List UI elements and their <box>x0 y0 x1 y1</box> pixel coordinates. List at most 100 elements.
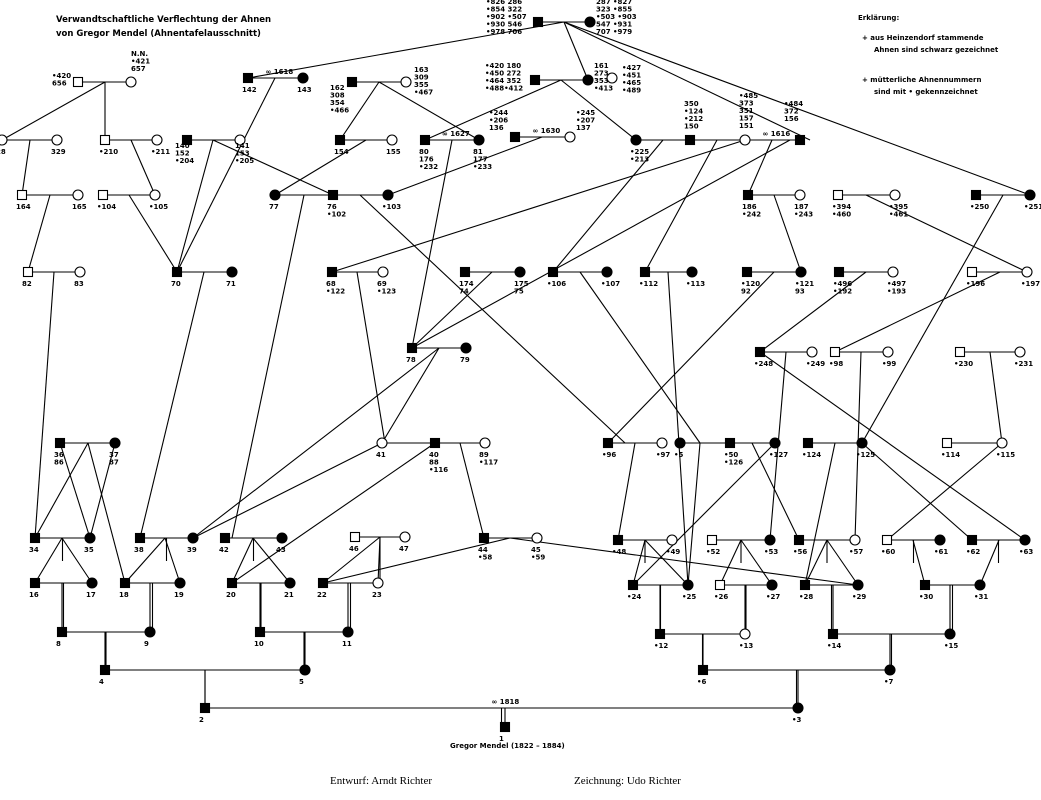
filled-circle-icon <box>144 626 156 638</box>
person-231: •231 <box>1014 346 1033 368</box>
person-label: 38 <box>134 546 144 554</box>
descent-line <box>231 194 305 539</box>
filled-square-icon <box>639 266 651 278</box>
person-44: 44•58 <box>478 532 492 562</box>
descent-line <box>231 442 436 584</box>
person-103: •103 <box>382 189 401 211</box>
person-label: 39 <box>187 546 197 554</box>
filled-circle-icon <box>944 628 956 640</box>
open-circle-icon <box>889 189 901 201</box>
open-square-icon <box>16 189 28 201</box>
person-31: •31 <box>974 579 988 601</box>
open-square-icon <box>832 189 844 201</box>
open-circle-icon <box>882 346 894 358</box>
person-63: •63 <box>1019 534 1033 556</box>
person-98: •98 <box>829 346 843 368</box>
person-label: 165 <box>72 203 87 211</box>
open-circle-icon <box>656 437 668 449</box>
open-circle-icon <box>377 266 389 278</box>
person-13: •13 <box>739 628 753 650</box>
filled-square-icon <box>799 579 811 591</box>
filled-square-icon <box>724 437 736 449</box>
open-circle-icon <box>399 531 411 543</box>
person-label: •115 <box>996 451 1015 459</box>
person-28: •28 <box>799 579 813 601</box>
person-label: •211 <box>151 148 170 156</box>
filled-circle-icon <box>674 437 686 449</box>
person-39: 39 <box>187 532 199 554</box>
person-96: •96 <box>602 437 616 459</box>
filled-square-icon <box>317 577 329 589</box>
person-label: •28 <box>799 593 813 601</box>
person-180: •420 180•450 272•464 352•488•412 <box>485 62 541 93</box>
descent-line <box>34 442 89 539</box>
descent-line <box>176 139 214 273</box>
person-label: 82 <box>22 280 32 288</box>
filled-circle-icon <box>382 189 394 201</box>
person-label: 1 <box>499 735 504 743</box>
filled-circle-icon <box>297 72 309 84</box>
filled-circle-icon <box>764 534 776 546</box>
person-label: •197 <box>1021 280 1040 288</box>
legend-line4: sind mit • gekennzeichnet <box>874 88 978 96</box>
person-27: •27 <box>766 579 780 601</box>
person-165: 165 <box>72 189 87 211</box>
filled-square-icon <box>327 189 339 201</box>
person-89: 89•117 <box>479 437 498 467</box>
person-label: •125 <box>856 451 875 459</box>
person-label: •12 <box>654 642 668 650</box>
person-label: 20 <box>226 591 236 599</box>
filled-circle-icon <box>584 16 596 28</box>
person-113: •113 <box>686 266 705 288</box>
filled-circle-icon <box>884 664 896 676</box>
descent-line <box>322 537 511 584</box>
person-155: 155 <box>386 134 401 156</box>
filled-square-icon <box>966 534 978 546</box>
filled-circle-icon <box>974 579 986 591</box>
marriage-label: ∞ 1618 <box>266 68 294 76</box>
person-label: •7 <box>884 678 893 686</box>
open-circle-icon <box>606 72 618 84</box>
person-label: •49 <box>666 548 680 556</box>
filled-circle-icon <box>852 579 864 591</box>
person-49: •49 <box>666 534 680 556</box>
descent-line <box>356 271 386 444</box>
open-circle-icon <box>376 437 388 449</box>
filled-circle-icon <box>856 437 868 449</box>
person-label: •230 <box>954 360 973 368</box>
open-circle-icon <box>149 189 161 201</box>
filled-circle-icon <box>601 266 613 278</box>
person-25: •25 <box>682 579 696 601</box>
filled-square-icon <box>794 134 806 146</box>
descent-line <box>359 194 626 444</box>
person-11: 11 <box>342 626 354 648</box>
descent-line <box>826 539 859 586</box>
marriage-label: ∞ 1627 <box>442 130 470 138</box>
person-label: •225•213 <box>630 148 649 164</box>
person-label: •231 <box>1014 360 1033 368</box>
person-5: 5 <box>299 664 311 686</box>
descent-line <box>124 537 166 584</box>
person-18: 18 <box>119 577 131 599</box>
open-circle-icon <box>849 534 861 546</box>
filled-square-icon <box>226 577 238 589</box>
filled-circle-icon <box>1019 534 1031 546</box>
person-label: 34 <box>29 546 39 554</box>
filled-square-icon <box>509 131 521 143</box>
person-label: •61 <box>934 548 948 556</box>
descent-line <box>751 442 800 541</box>
